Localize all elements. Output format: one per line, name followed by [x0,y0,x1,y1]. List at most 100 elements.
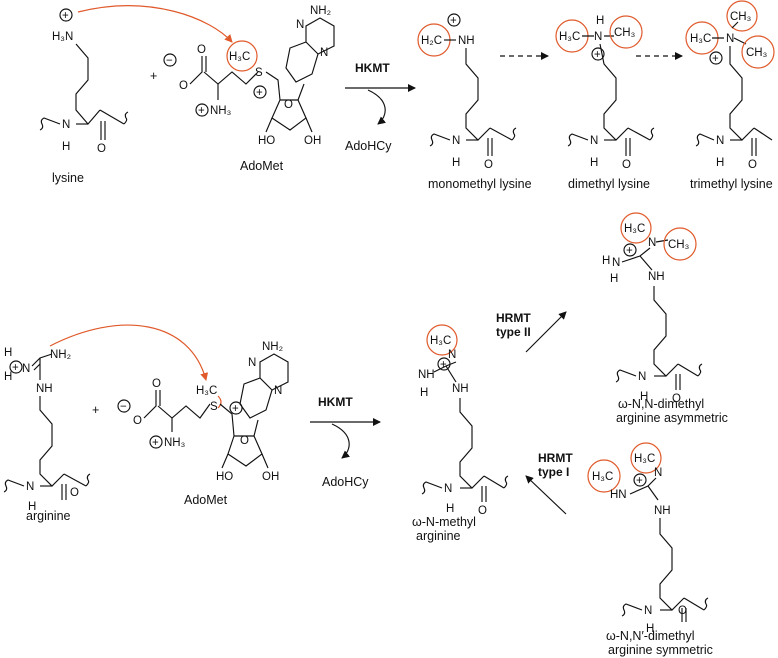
lysine-label: lysine [52,171,84,185]
hrmt-type2-label-1: HRMT [496,311,531,325]
methyl-highlight-circle [726,0,758,32]
adomet-structure-top: − O O + NH₃ H₃C S + O HO OH N N NH₂ [163,5,335,147]
atom-label: NH [458,35,475,47]
atom-label: N [726,33,734,45]
atom-label: O [240,435,249,447]
dimethyl-lysine-label: dimethyl lysine [568,177,650,191]
atom-label: N [654,467,662,479]
monomethyl-lysine-label: monomethyl lysine [428,177,532,191]
atom-label: S [255,67,263,79]
byproduct-arrow [367,89,386,125]
charge-sign: − [166,55,173,67]
atom-label: N [22,363,30,375]
atom-label: NH [418,369,435,381]
arginine-structure: H H + N NH₂ NH O N H [3,347,91,513]
atom-label: H₃C [430,335,451,347]
atom-label: O [748,159,757,171]
atom-label: HO [258,135,275,147]
electron-push-arrow [77,5,233,43]
atom-label: OH [304,135,321,147]
atom-label: NH [654,505,671,517]
atom-label: S [210,401,218,413]
atom-label: N [296,19,304,31]
atom-label: H [62,141,70,153]
atom-label: H₂C [421,35,442,47]
charge-sign: + [152,437,159,449]
reaction-arrow [525,475,567,515]
methyl-highlight-circle [587,459,621,493]
atom-label: H [452,157,460,169]
atom-label: N [26,481,34,493]
charge-sign: + [450,15,457,27]
atom-label: N [716,135,724,147]
atom-label: H₃C [592,471,613,483]
adomet-label-bottom: AdoMet [184,493,228,507]
atom-label: CH₃ [730,11,752,23]
atom-label: N [452,135,460,147]
atom-label: NH₂ [262,341,283,353]
atom-label: NH₂ [50,349,71,361]
atom-label: H₃C [229,51,250,63]
electron-push-arrow [49,324,209,381]
atom-label: H [28,501,36,513]
atom-label: N [320,47,328,59]
reaction-arrow [525,311,567,353]
atom-label: OH [262,471,279,483]
atom-label: HN [610,489,627,501]
atom-label: O [97,143,106,155]
omega-methyl-arginine-structure: H₃C N + NH H NH O N H [418,324,509,517]
atom-label: N [274,385,282,397]
omega-methyl-label-2: arginine [416,529,461,543]
atom-label: H₃C [634,453,655,465]
atom-label: O [179,80,188,92]
methyl-highlight-circle [609,15,643,49]
atom-label: NH₃ [164,437,186,449]
asymmetric-label-2: arginine asymmetric [616,411,728,425]
atom-label: N [448,349,456,361]
symmetric-label-2: arginine symmetric [608,643,713,657]
atom-label: H₃C [196,385,217,397]
plus-sign: + [150,69,157,83]
atom-label: HO [216,471,233,483]
atom-label: H [446,503,454,515]
atom-label: O [133,415,142,427]
atom-label: NH [452,383,469,395]
methyl-highlight-circle [630,442,662,474]
atom-label: H [610,273,618,285]
adomet-label-top: AdoMet [240,159,284,173]
atom-label: H [716,157,724,169]
atom-label: H [602,255,610,267]
trimethyl-lysine-label: trimethyl lysine [690,177,773,191]
atom-label: CH₃ [614,27,636,39]
charge-sign: + [594,49,601,61]
atom-label: N [648,237,656,249]
electron-push-arrow [217,395,222,409]
adohcy-label-top: AdoHCy [345,139,392,153]
atom-label: NH₃ [210,105,232,117]
atom-label: N [594,31,602,43]
lysine-structure: + H₃N O N H [39,8,129,155]
atom-label: H₃C [624,223,645,235]
atom-label: H [4,347,12,359]
hrmt-type2-label-2: type II [496,325,531,339]
atom-label: H [590,157,598,169]
methyl-highlight-circle [620,212,652,244]
methyl-highlight-circle [226,40,258,72]
adohcy-label-bottom: AdoHCy [322,475,369,489]
monomethyl-lysine-structure: H₂C + NH O N H [417,13,517,171]
charge-sign: − [120,401,127,413]
charge-sign: + [62,10,69,22]
atom-label: O [678,605,687,617]
plus-charge-icon [59,8,73,22]
atom-label: N [612,257,620,269]
atom-label: O [70,487,79,499]
atom-label: O [284,99,293,111]
atom-label: O [484,159,493,171]
symmetric-label-1: ω-N,N′-dimethyl [606,629,695,643]
charge-sign: + [440,359,447,371]
atom-label: H [4,371,12,383]
atom-label: CH₃ [668,239,690,251]
atom-label: H [420,387,428,399]
methyl-highlight-circle [663,227,697,261]
hkmt-label-top: HKMT [355,61,390,75]
